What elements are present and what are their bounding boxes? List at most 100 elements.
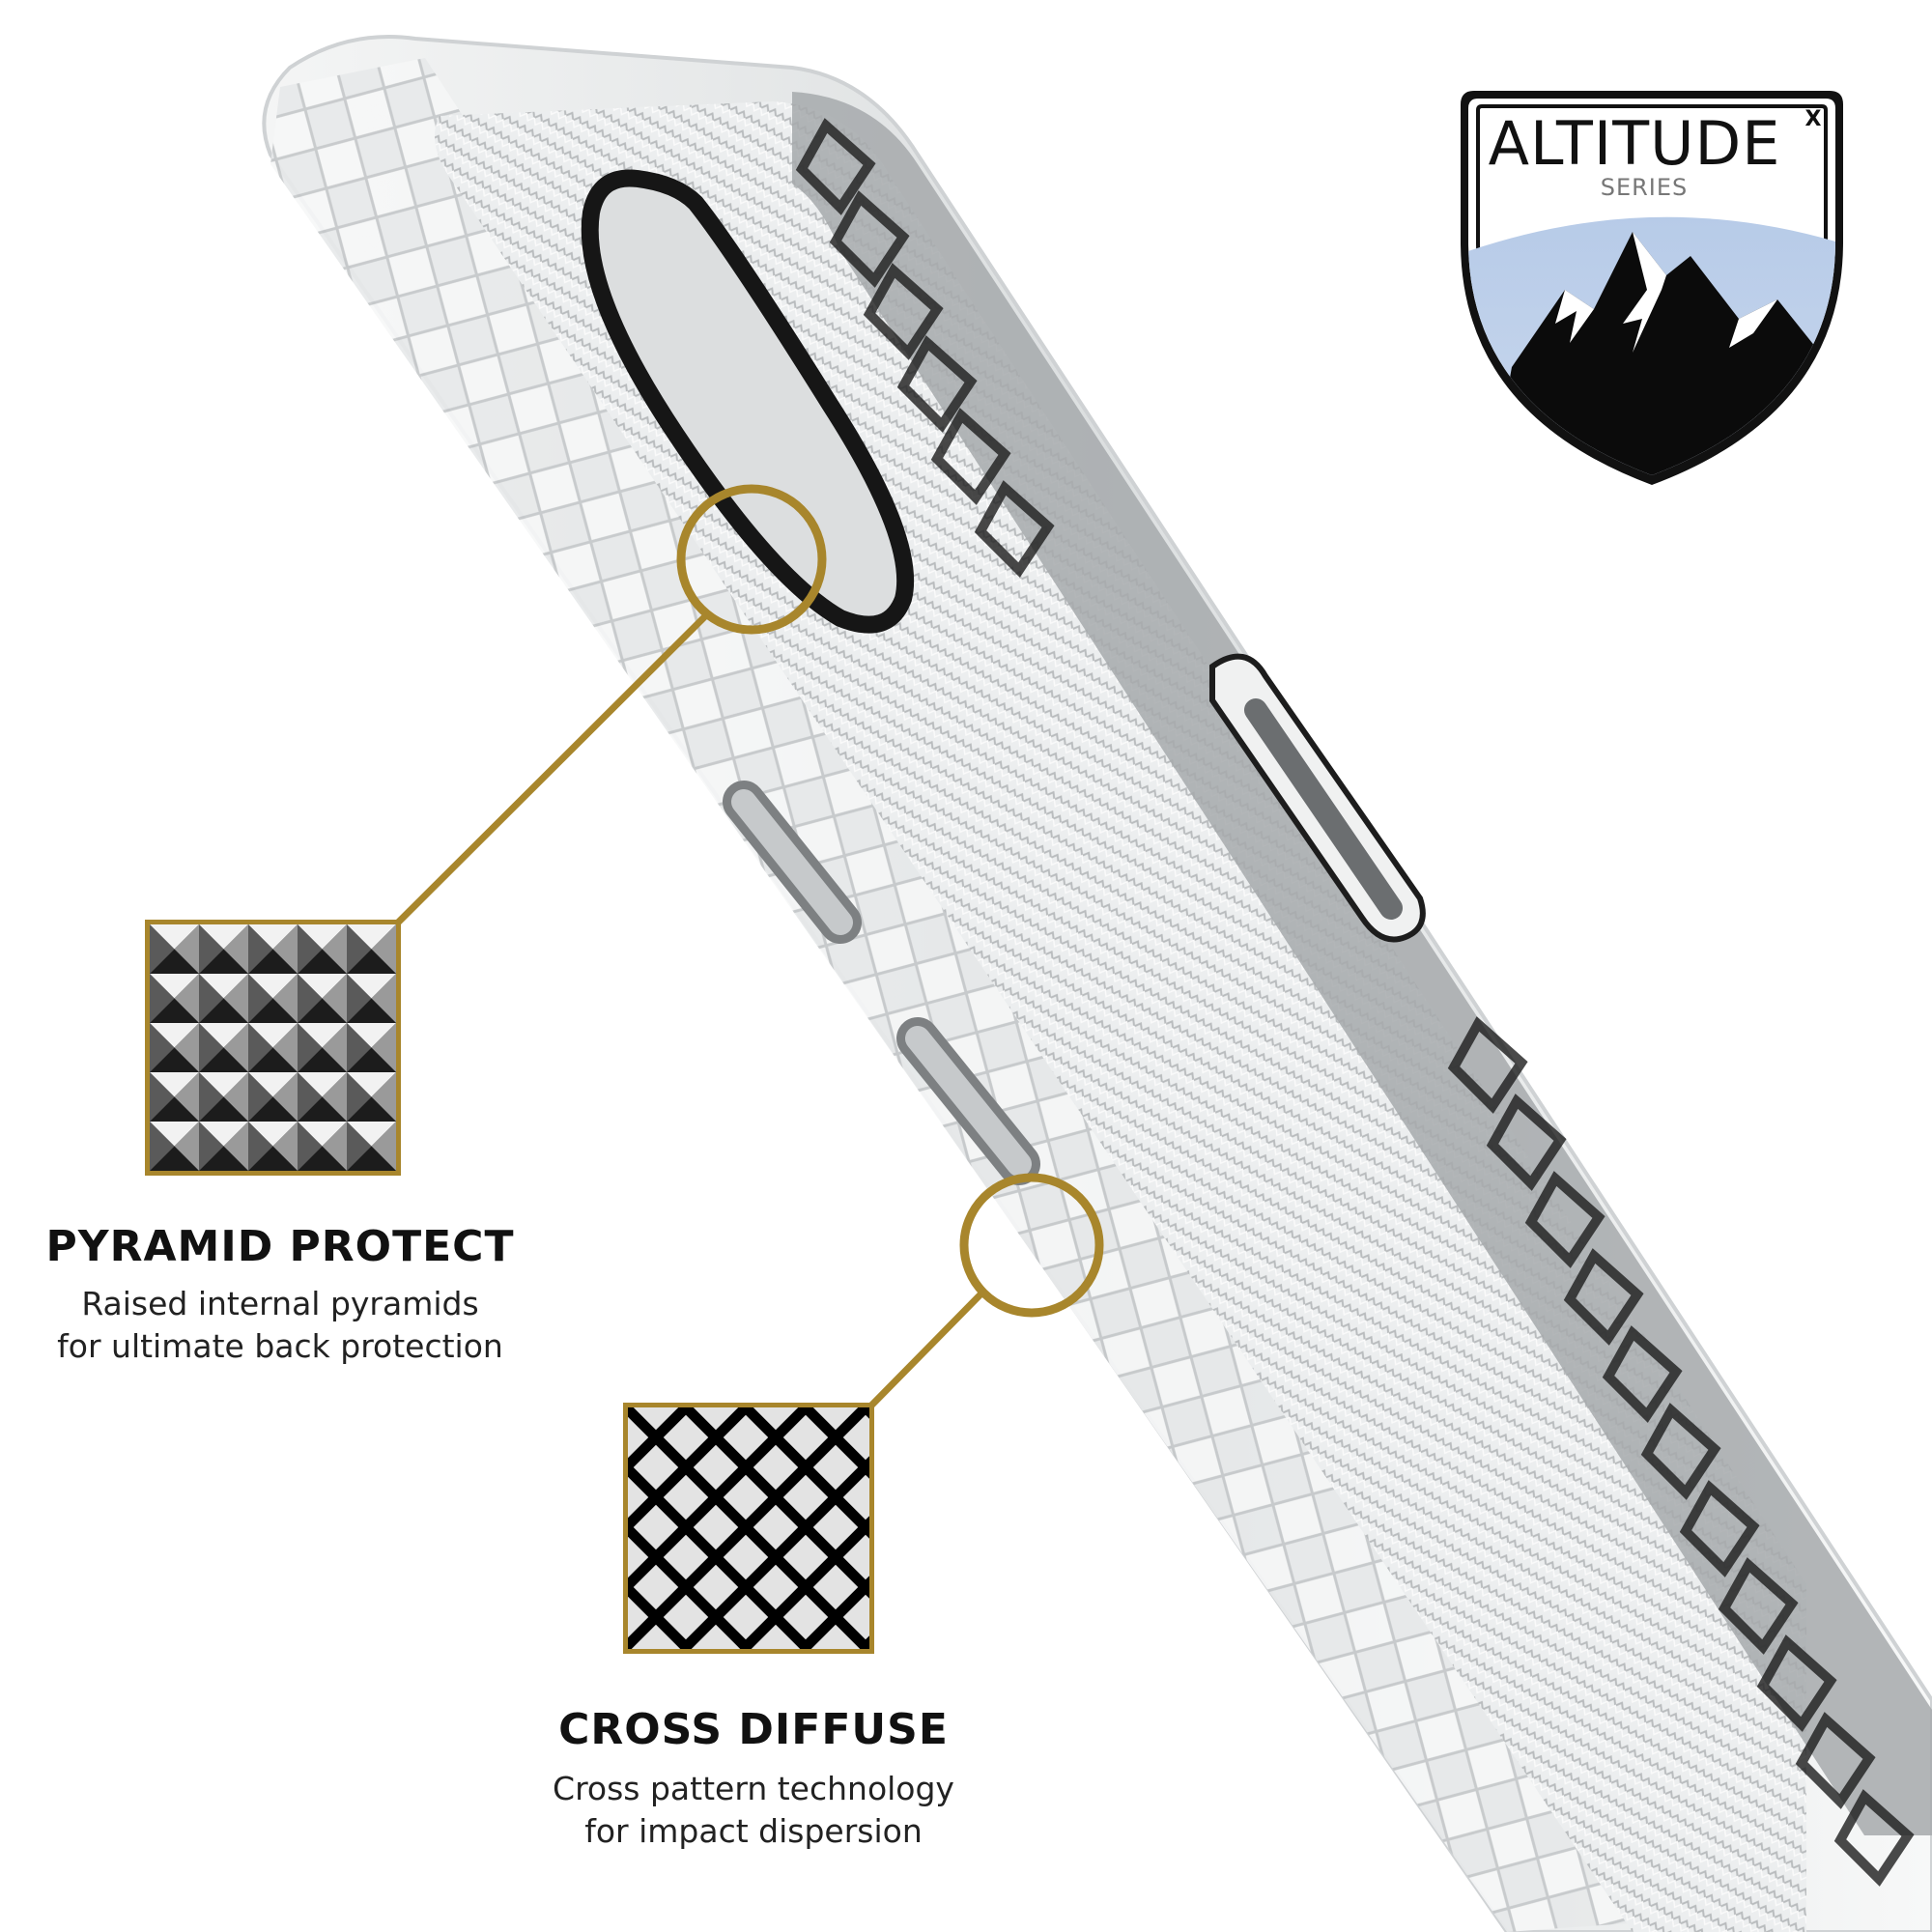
pyramid-facet (150, 1023, 175, 1072)
pyramid-facet (174, 1122, 199, 1171)
right-button-highlight (1244, 698, 1403, 920)
pyramid-facet (248, 1047, 298, 1072)
pyramid-facet (248, 1122, 273, 1171)
pyramid-facet (199, 1023, 248, 1048)
cross-line (628, 1521, 752, 1649)
pyramid-facet (150, 924, 175, 974)
pyramid-facet (371, 1122, 396, 1171)
pyramid-facet (322, 1023, 347, 1072)
pyramid-facet (298, 1122, 323, 1171)
altitude-badge: ALTITUDE X SERIES (1461, 91, 1843, 485)
pyramid-facet (248, 998, 298, 1023)
cross-line (925, 1407, 1167, 1649)
pyramid-facet (174, 1023, 199, 1072)
pyramid-facet (322, 1122, 347, 1171)
pyramid-facet (347, 998, 396, 1023)
pyramid-swatch (150, 924, 396, 1171)
pyramid-facet (298, 974, 323, 1023)
cross-line (680, 1456, 869, 1649)
pyramid-facet (298, 1072, 323, 1122)
pyramid-facet (347, 1122, 396, 1147)
pyramid-facet (347, 974, 396, 999)
pyramid-facet (347, 1072, 372, 1122)
pyramid-facet (347, 974, 372, 1023)
pyramid-desc-line-1: Raised internal pyramids (81, 1285, 479, 1322)
cross-line (628, 1409, 630, 1413)
pyramid-facet (298, 1023, 347, 1048)
cross-line (205, 1407, 446, 1649)
badge-mountain-scene (1468, 216, 1835, 475)
pyramid-facet (223, 924, 248, 974)
pyramid-facet (248, 924, 273, 974)
pyramid-facet (150, 974, 199, 999)
cross-desc-line-2: for impact dispersion (584, 1812, 923, 1850)
pyramid-protect-description: Raised internal pyramids for ultimate ba… (19, 1283, 541, 1368)
pyramid-facet (223, 1122, 248, 1171)
cross-diffuse-title: CROSS DIFFUSE (558, 1705, 949, 1754)
pyramid-facet (199, 974, 224, 1023)
callout-line-pyramid (393, 613, 708, 927)
pyramid-facet (199, 998, 248, 1023)
pyramid-facet (272, 974, 298, 1023)
pyramid-facet (248, 1146, 298, 1171)
pyramid-facet (199, 1023, 224, 1072)
left-bumper-strip (270, 58, 1642, 1932)
pyramid-facet (347, 1023, 396, 1048)
cross-swatch (205, 1407, 1167, 1649)
pyramid-facet (248, 1096, 298, 1122)
pyramid-facet (199, 1122, 248, 1147)
pyramid-facet (150, 1122, 175, 1171)
pyramid-facet (298, 924, 323, 974)
pyramid-facet (298, 974, 347, 999)
right-band-cutouts (795, 118, 1915, 1887)
pyramid-facet (347, 1146, 396, 1171)
phone-case (262, 35, 1932, 1932)
pyramid-facet (347, 1096, 396, 1122)
pyramid-facet (272, 924, 298, 974)
pyramid-facet (150, 1146, 199, 1171)
pyramid-facet (150, 1047, 199, 1072)
pyramid-facet (248, 1023, 273, 1072)
pyramid-facet (199, 1072, 248, 1097)
pyramid-facet (150, 924, 199, 950)
pyramid-facet (150, 1096, 199, 1122)
pyramid-facet (371, 924, 396, 974)
mountain-snow-icon (1623, 232, 1666, 353)
pyramid-facet (199, 924, 224, 974)
pyramid-facet (272, 1122, 298, 1171)
callout-pyramid (145, 484, 827, 1176)
cross-line (862, 1407, 869, 1419)
badge-series: SERIES (1601, 174, 1689, 201)
cross-line (802, 1407, 869, 1479)
pyramid-facet (298, 998, 347, 1023)
right-frame-band (792, 92, 1932, 1835)
pyramid-facet (272, 1023, 298, 1072)
pyramid-facet (298, 924, 347, 950)
cross-line (265, 1407, 506, 1649)
left-button-lower-inner (905, 1026, 1032, 1177)
cross-line (740, 1516, 869, 1649)
callout-cross (205, 1173, 1167, 1654)
pyramid-facet (347, 1072, 396, 1097)
callout-circle-cross (959, 1173, 1104, 1318)
pyramid-facet (371, 974, 396, 1023)
pyramid-facet (347, 1122, 372, 1171)
cross-line (628, 1581, 692, 1649)
pyramid-facet (199, 1122, 224, 1171)
pyramid-facet (322, 924, 347, 974)
pyramid-facet (199, 949, 248, 974)
pyramid-facet (199, 1146, 248, 1171)
pyramid-facet (248, 1072, 273, 1122)
cross-desc-line-1: Cross pattern technology (553, 1770, 954, 1807)
pyramid-facet (298, 1072, 347, 1097)
pyramid-facet (322, 1072, 347, 1122)
pyramid-facet (248, 974, 273, 1023)
pyramid-facet (298, 1146, 347, 1171)
pyramid-facet (248, 1122, 298, 1147)
pyramid-facet (248, 924, 298, 950)
pyramid-facet (223, 1023, 248, 1072)
cross-line (628, 1407, 750, 1533)
cross-line (860, 1635, 869, 1649)
pyramid-facet (347, 924, 396, 950)
